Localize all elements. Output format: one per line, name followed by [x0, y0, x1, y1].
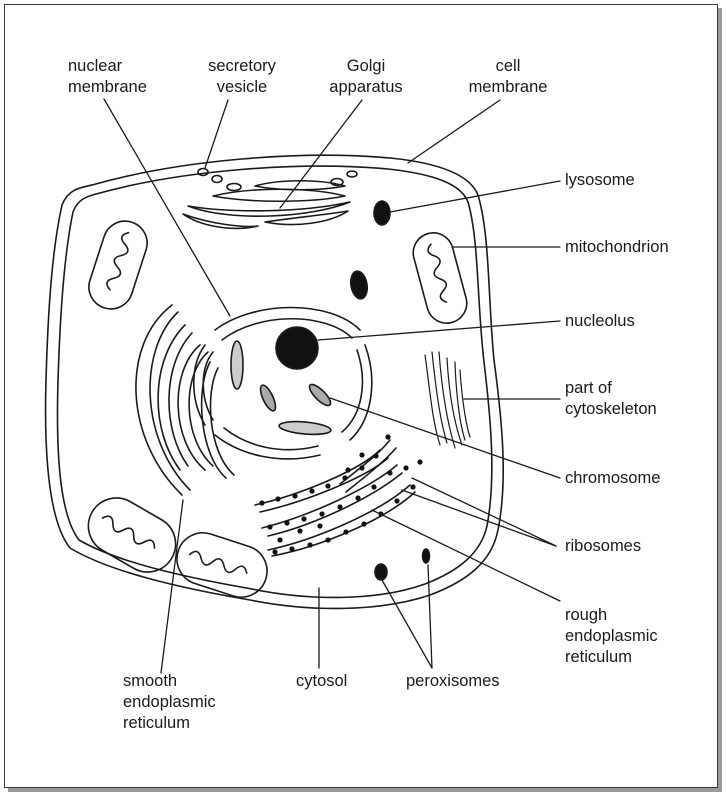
label-ribosomes: ribosomes [565, 537, 642, 555]
chromosomes [230, 340, 332, 436]
label-nucleolus: nucleolus [565, 312, 635, 330]
label-smooth-er: smooth endoplasmic reticulum [123, 672, 216, 732]
leader-lines [103, 98, 561, 674]
peroxisome [374, 563, 388, 581]
smooth-er [135, 304, 235, 496]
label-cytosol: cytosol [296, 672, 348, 690]
label-cell-membrane: cell membrane [468, 57, 548, 96]
label-nuclear-membrane: nuclear membrane [68, 57, 147, 96]
label-mitochondrion: mitochondrion [565, 238, 669, 256]
nucleolus [275, 326, 319, 370]
golgi-apparatus [182, 179, 351, 230]
label-secretory-vesicle: secretory vesicle [208, 57, 276, 96]
label-chromosome: chromosome [565, 469, 661, 487]
mitochondrion-bottom [176, 532, 268, 598]
rough-er [254, 439, 416, 557]
peroxisome-2 [421, 548, 431, 564]
label-cytoskeleton: part of cytoskeleton [565, 379, 657, 418]
label-peroxisomes: peroxisomes [406, 672, 500, 690]
cell-membrane [44, 154, 505, 610]
lysosome-2 [349, 270, 369, 300]
mitochondrion-right [412, 232, 468, 324]
mitochondrion-bottom-left [87, 497, 177, 573]
label-rough-er: rough endoplasmic reticulum [565, 606, 658, 666]
lysosome [373, 200, 391, 226]
nucleus [192, 306, 373, 460]
secretory-vesicles [197, 167, 358, 192]
label-lysosome: lysosome [565, 171, 635, 189]
mitochondrion-top-left [88, 220, 148, 310]
label-golgi-apparatus: Golgi apparatus [329, 57, 403, 96]
cytoskeleton [424, 351, 471, 449]
